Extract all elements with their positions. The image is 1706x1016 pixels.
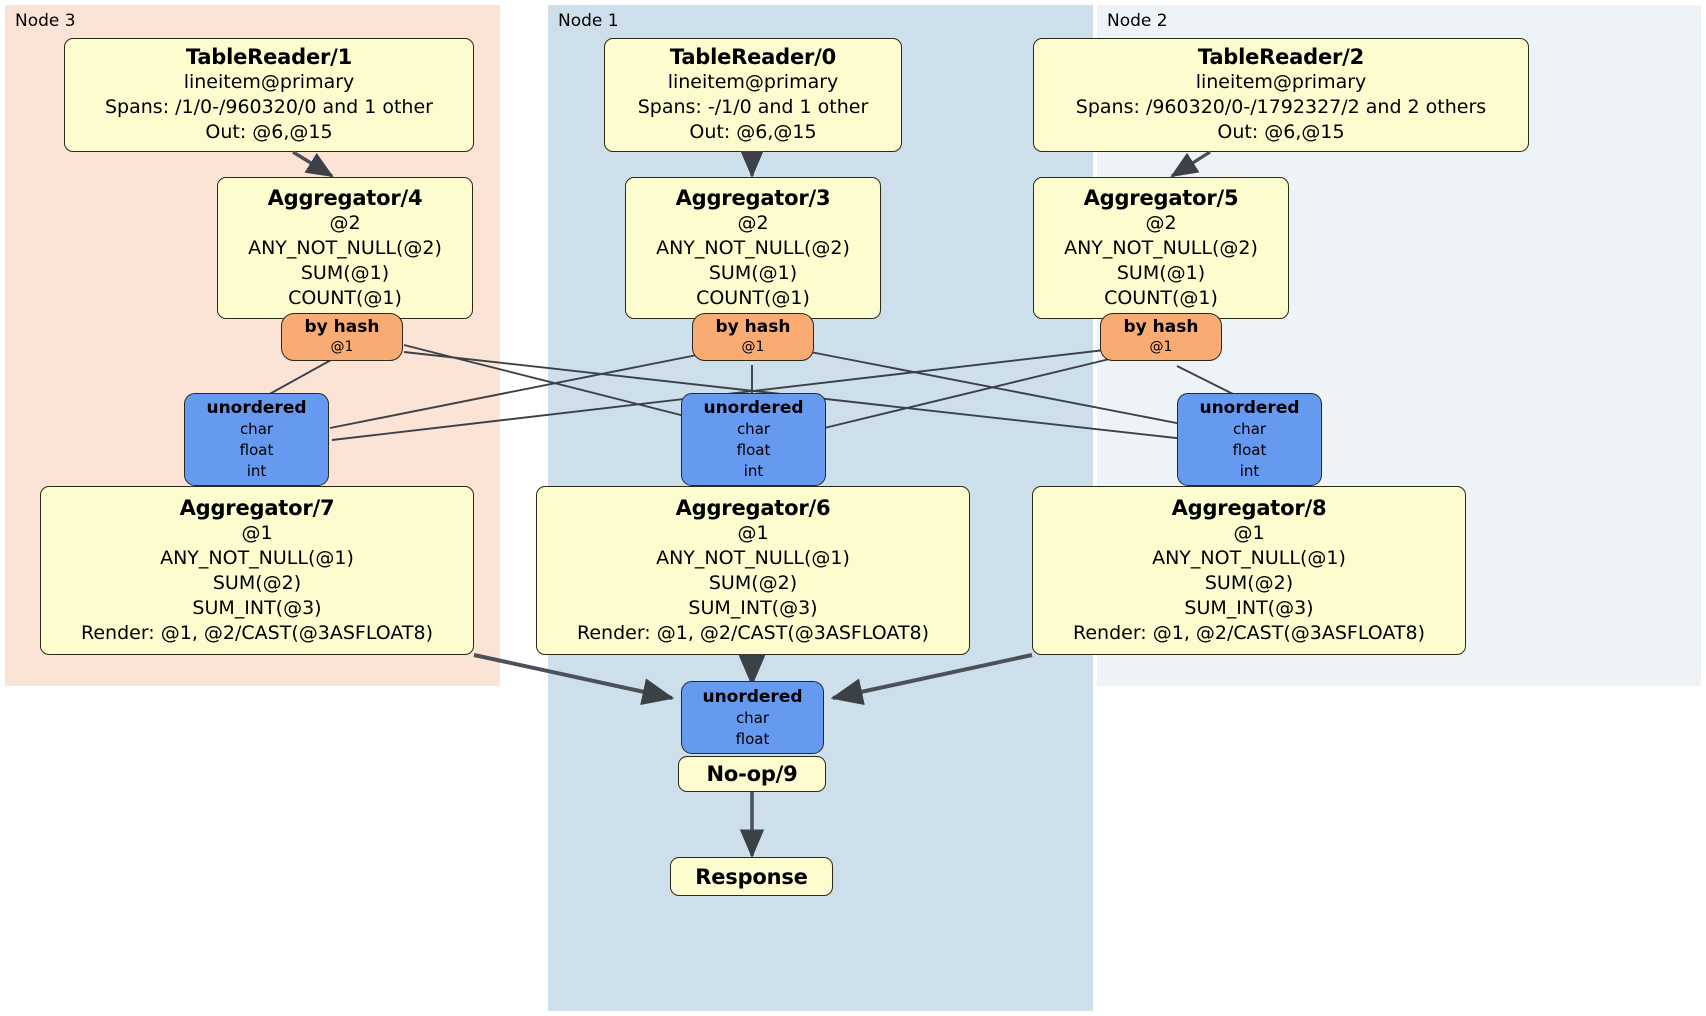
sync-title: unordered [1199,398,1300,418]
processor-detail: Out: @6,@15 [689,121,817,143]
processor-detail: SUM_INT(@3) [1184,596,1314,619]
processor-table-reader-0[interactable]: TableReader/0 lineitem@primary Spans: -/… [604,38,902,152]
node-panel-label: Node 2 [1107,11,1168,31]
processor-detail: Out: @6,@15 [205,121,333,143]
hash-router-center[interactable]: by hash @1 [692,313,814,361]
sync-detail: char [1232,420,1267,438]
processor-detail: SUM_INT(@3) [688,596,818,619]
processor-detail: Render: @1, @2/CAST(@3ASFLOAT8) [1073,621,1425,644]
processor-detail: Out: @6,@15 [1217,121,1345,143]
processor-detail: lineitem@primary [1195,71,1367,93]
processor-title: TableReader/2 [1197,45,1365,69]
processor-aggregator-5[interactable]: Aggregator/5 @2 ANY_NOT_NULL(@2) SUM(@1)… [1033,177,1289,319]
router-detail: @1 [330,339,354,355]
sync-detail: int [743,462,764,480]
processor-detail: lineitem@primary [183,71,355,93]
router-detail: @1 [1149,339,1173,355]
processor-detail: COUNT(@1) [288,286,402,309]
sync-title: unordered [206,398,307,418]
processor-title: Aggregator/7 [179,495,335,520]
processor-detail: Spans: -/1/0 and 1 other [637,96,869,118]
processor-detail: SUM(@1) [300,261,390,284]
processor-title: No-op/9 [706,762,798,786]
processor-detail: @2 [1145,211,1177,234]
hash-router-right[interactable]: by hash @1 [1100,313,1222,361]
processor-detail: ANY_NOT_NULL(@2) [656,236,850,259]
sync-title: unordered [702,686,803,707]
sync-detail: float [735,729,770,748]
sync-detail: int [246,462,267,480]
processor-title: TableReader/1 [185,45,353,69]
processor-detail: ANY_NOT_NULL(@1) [160,546,354,569]
processor-detail: COUNT(@1) [1104,286,1218,309]
processor-detail: ANY_NOT_NULL(@1) [1152,546,1346,569]
processor-detail: SUM(@1) [708,261,798,284]
sync-detail: float [239,441,274,459]
processor-no-op-9[interactable]: No-op/9 [678,756,826,792]
processor-detail: lineitem@primary [667,71,839,93]
sync-input-final[interactable]: unordered char float [681,681,824,754]
processor-detail: Render: @1, @2/CAST(@3ASFLOAT8) [577,621,929,644]
sync-detail: float [736,441,771,459]
sync-input-right[interactable]: unordered char float int [1177,393,1322,486]
router-title: by hash [1123,317,1199,337]
processor-detail: Spans: /960320/0-/1792327/2 and 2 others [1075,96,1487,118]
sync-detail: char [736,420,771,438]
processor-detail: ANY_NOT_NULL(@1) [656,546,850,569]
processor-title: Aggregator/6 [675,495,831,520]
router-detail: @1 [741,339,765,355]
processor-title: Aggregator/8 [1171,495,1327,520]
router-title: by hash [304,317,380,337]
sync-detail: char [239,420,274,438]
processor-detail: SUM(@2) [212,571,302,594]
processor-title: Response [695,864,808,889]
processor-table-reader-2[interactable]: TableReader/2 lineitem@primary Spans: /9… [1033,38,1529,152]
node-panel-label: Node 3 [15,11,76,31]
processor-title: TableReader/0 [669,45,837,69]
processor-aggregator-7[interactable]: Aggregator/7 @1 ANY_NOT_NULL(@1) SUM(@2)… [40,486,474,655]
processor-aggregator-6[interactable]: Aggregator/6 @1 ANY_NOT_NULL(@1) SUM(@2)… [536,486,970,655]
processor-detail: SUM(@2) [1204,571,1294,594]
sync-detail: float [1232,441,1267,459]
processor-title: Aggregator/3 [675,185,831,210]
processor-detail: @2 [329,211,361,234]
processor-aggregator-4[interactable]: Aggregator/4 @2 ANY_NOT_NULL(@2) SUM(@1)… [217,177,473,319]
processor-detail: SUM(@2) [708,571,798,594]
processor-detail: @1 [737,521,769,544]
sync-title: unordered [703,398,804,418]
processor-response[interactable]: Response [670,857,833,896]
processor-detail: Spans: /1/0-/960320/0 and 1 other [105,96,433,118]
processor-detail: SUM_INT(@3) [192,596,322,619]
processor-title: Aggregator/4 [267,185,423,210]
processor-detail: ANY_NOT_NULL(@2) [1064,236,1258,259]
processor-detail: ANY_NOT_NULL(@2) [248,236,442,259]
processor-title: Aggregator/5 [1083,185,1239,210]
processor-detail: @2 [737,211,769,234]
router-title: by hash [715,317,791,337]
processor-detail: @1 [241,521,273,544]
node-panel-label: Node 1 [558,11,619,31]
processor-aggregator-8[interactable]: Aggregator/8 @1 ANY_NOT_NULL(@1) SUM(@2)… [1032,486,1466,655]
sync-detail: int [1239,462,1260,480]
processor-detail: SUM(@1) [1116,261,1206,284]
processor-detail: Render: @1, @2/CAST(@3ASFLOAT8) [81,621,433,644]
processor-detail: @1 [1233,521,1265,544]
hash-router-left[interactable]: by hash @1 [281,313,403,361]
sync-input-left[interactable]: unordered char float int [184,393,329,486]
processor-detail: COUNT(@1) [696,286,810,309]
sync-detail: char [735,708,770,727]
processor-aggregator-3[interactable]: Aggregator/3 @2 ANY_NOT_NULL(@2) SUM(@1)… [625,177,881,319]
processor-table-reader-1[interactable]: TableReader/1 lineitem@primary Spans: /1… [64,38,474,152]
sync-input-center[interactable]: unordered char float int [681,393,826,486]
